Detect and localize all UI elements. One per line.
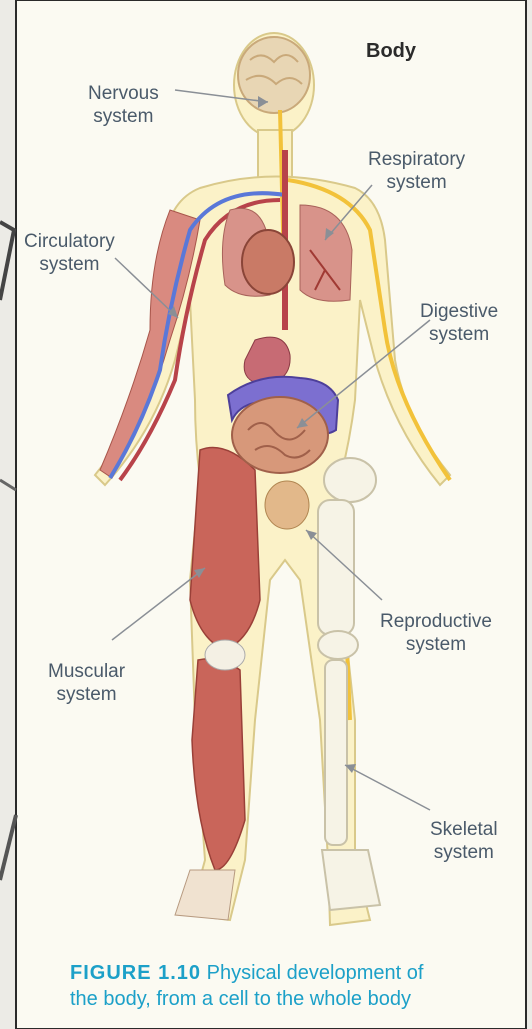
brain bbox=[238, 37, 310, 113]
label-respiratory-system: Respiratory system bbox=[368, 148, 465, 194]
figure-caption: FIGURE 1.10 Physical development of the … bbox=[70, 960, 520, 1012]
figure-number: FIGURE 1.10 bbox=[70, 962, 201, 984]
caption-text-line1: Physical development of bbox=[207, 962, 424, 984]
caption-text-line2: the body, from a cell to the whole body bbox=[70, 988, 411, 1010]
label-muscular-system: Muscular system bbox=[48, 660, 125, 706]
knee bbox=[205, 640, 245, 670]
label-nervous-system: Nervous system bbox=[88, 82, 159, 128]
label-reproductive-system: Reproductive system bbox=[380, 610, 492, 656]
label-skeletal-system: Skeletal system bbox=[430, 818, 498, 864]
small-intestine bbox=[232, 397, 328, 473]
heart bbox=[242, 230, 294, 294]
reproductive-organ bbox=[265, 481, 309, 529]
diagram-title: Body bbox=[366, 40, 416, 63]
label-circulatory-system: Circulatory system bbox=[24, 230, 115, 276]
label-digestive-system: Digestive system bbox=[420, 300, 498, 346]
